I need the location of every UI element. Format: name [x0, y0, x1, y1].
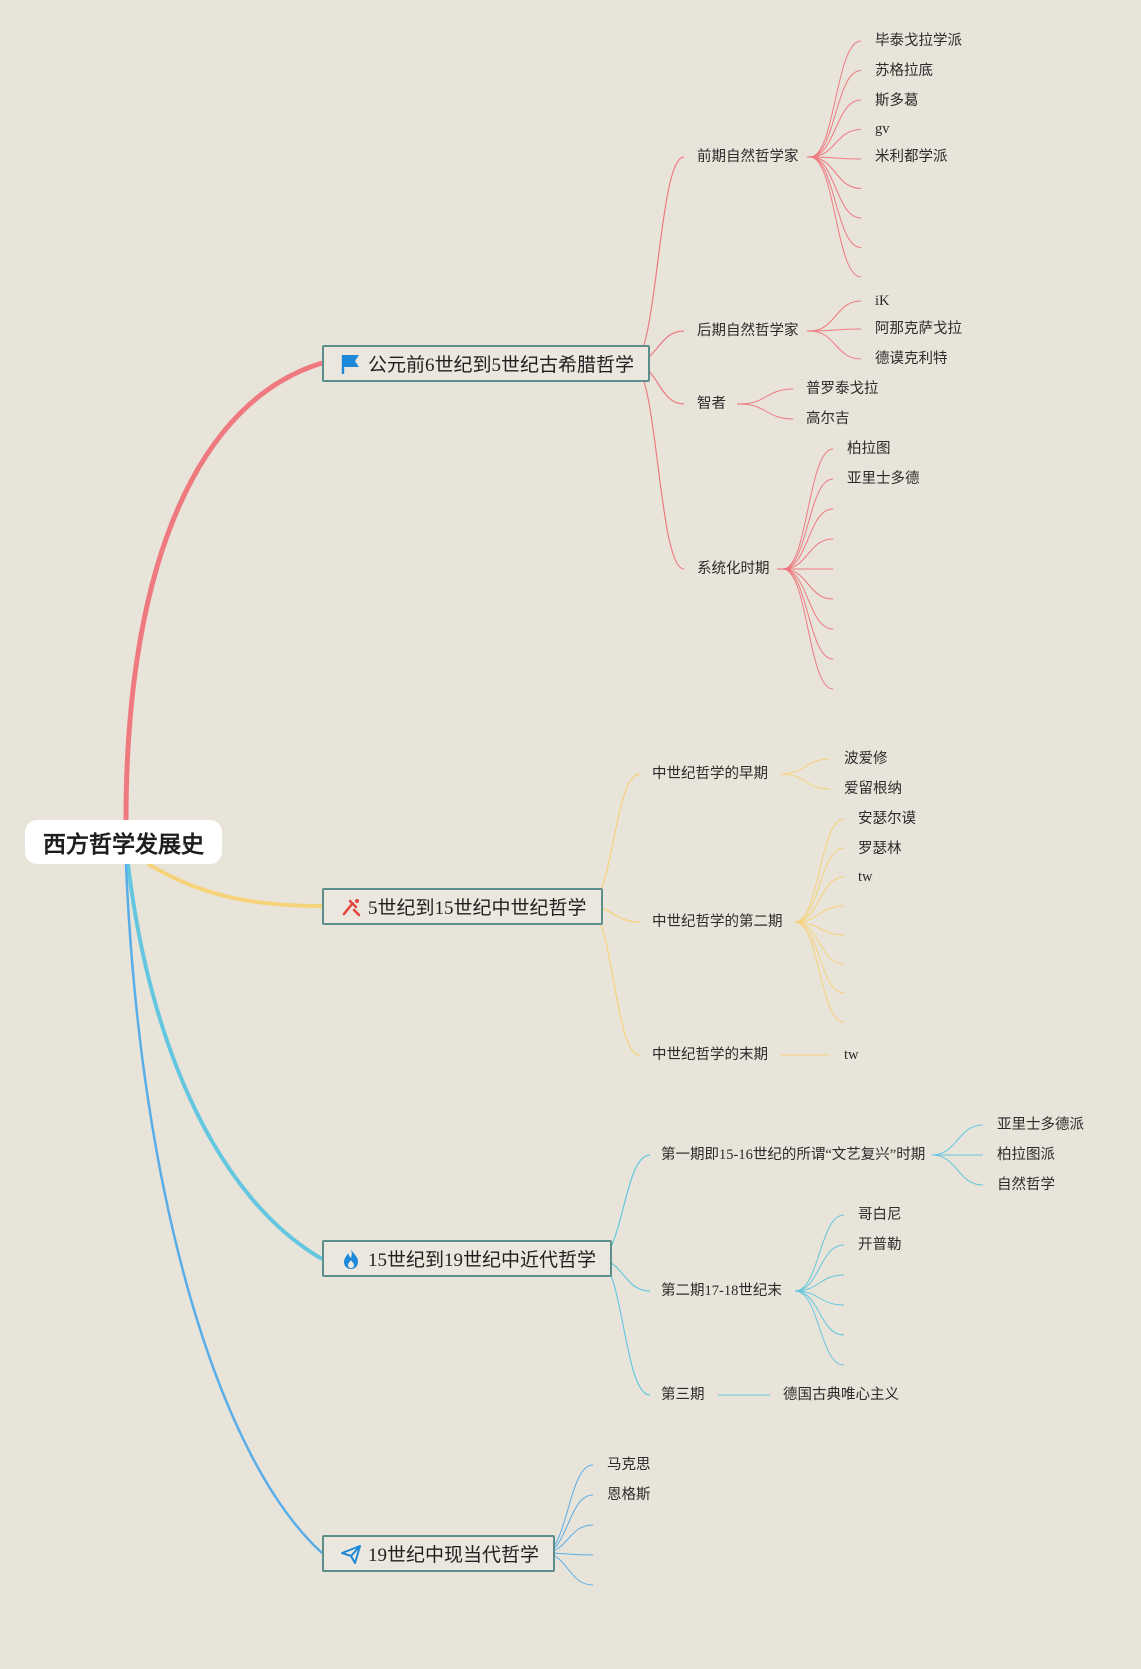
- connector-line: [794, 847, 845, 923]
- leaf-node[interactable]: 苏格拉底: [875, 63, 933, 79]
- connector-line: [780, 773, 831, 790]
- connector-line: [596, 1258, 651, 1396]
- leaf-node[interactable]: 安瑟尔谟: [858, 811, 916, 827]
- connector-line: [809, 156, 862, 160]
- leaf-node[interactable]: 德谟克利特: [875, 351, 948, 367]
- root-connector-line: [124, 863, 323, 1554]
- connector-line: [809, 330, 862, 360]
- leaf-node[interactable]: 柏拉图派: [997, 1147, 1055, 1163]
- leaf-node[interactable]: 亚里士多德: [847, 471, 920, 487]
- connector-line: [809, 156, 862, 219]
- connector-line: [794, 876, 845, 923]
- branch-medieval[interactable]: 5世纪到15世纪中世纪哲学: [322, 888, 603, 925]
- subtopic-late-natural[interactable]: 后期自然哲学家: [697, 323, 799, 339]
- connector-line: [809, 99, 862, 158]
- leaf-node[interactable]: 德国古典唯心主义: [783, 1387, 899, 1403]
- connector-line: [794, 1290, 845, 1336]
- branch-label: 公元前6世纪到5世纪古希腊哲学: [368, 355, 635, 376]
- connector-line: [782, 568, 834, 600]
- connector-line: [794, 905, 845, 923]
- connector-line: [794, 818, 845, 923]
- leaf-node[interactable]: tw: [844, 1047, 859, 1063]
- connector-line: [809, 300, 862, 332]
- connector-line: [794, 921, 845, 965]
- leaf-node[interactable]: iK: [875, 293, 890, 309]
- leaf-node[interactable]: gv: [875, 121, 890, 137]
- connector-line: [794, 921, 845, 994]
- subtopic-third-period[interactable]: 第三期: [661, 1387, 705, 1403]
- leaf-node[interactable]: 亚里士多德派: [997, 1117, 1084, 1133]
- branch-label: 5世纪到15世纪中世纪哲学: [368, 898, 587, 919]
- root-node[interactable]: 西方哲学发展史: [25, 820, 222, 864]
- leaf-node[interactable]: 恩格斯: [607, 1487, 651, 1503]
- subtopic-medieval-second[interactable]: 中世纪哲学的第二期: [652, 914, 783, 930]
- leaf-node[interactable]: 普罗泰戈拉: [806, 381, 879, 397]
- leaf-node[interactable]: 自然哲学: [997, 1177, 1055, 1193]
- subtopic-early-natural[interactable]: 前期自然哲学家: [697, 149, 799, 165]
- connector-line: [631, 362, 685, 570]
- connector-line: [794, 1290, 845, 1366]
- flag-icon: [340, 353, 362, 375]
- branch-label: 15世纪到19世纪中近代哲学: [368, 1250, 597, 1271]
- leaf-node[interactable]: 波爱修: [844, 751, 888, 767]
- connector-line: [809, 156, 862, 189]
- leaf-node[interactable]: 罗瑟林: [858, 841, 902, 857]
- connector-line: [782, 568, 834, 660]
- subtopic-medieval-early[interactable]: 中世纪哲学的早期: [652, 766, 768, 782]
- connector-line: [809, 70, 862, 158]
- subtopic-systematic[interactable]: 系统化时期: [697, 561, 770, 577]
- connector-line: [780, 758, 831, 775]
- connector-line: [586, 773, 641, 907]
- connector-line: [586, 905, 641, 1056]
- connector-line: [782, 508, 834, 570]
- connector-line: [931, 1154, 984, 1186]
- connector-line: [809, 129, 862, 158]
- leaf-node[interactable]: 斯多葛: [875, 93, 919, 109]
- leaf-node[interactable]: 毕泰戈拉学派: [875, 33, 962, 49]
- leaf-node[interactable]: 阿那克萨戈拉: [875, 321, 962, 337]
- leaf-node[interactable]: 开普勒: [858, 1237, 902, 1253]
- leaf-node[interactable]: 哥白尼: [858, 1207, 902, 1223]
- leaf-node[interactable]: 米利都学派: [875, 149, 948, 165]
- connector-line: [809, 156, 862, 278]
- subtopic-17-18-century[interactable]: 第二期17-18世纪末: [661, 1283, 782, 1299]
- connector-line: [782, 448, 834, 570]
- paper-plane-icon: [340, 1543, 362, 1565]
- connector-line: [809, 156, 862, 248]
- branch-modern[interactable]: 15世纪到19世纪中近代哲学: [322, 1240, 613, 1277]
- connector-line: [809, 40, 862, 158]
- leaf-node[interactable]: 爱留根纳: [844, 781, 902, 797]
- connector-line: [782, 478, 834, 570]
- connector-line: [809, 328, 862, 332]
- leaf-node[interactable]: tw: [858, 869, 873, 885]
- connector-line: [794, 1244, 845, 1292]
- connector-line: [794, 1274, 845, 1292]
- branch-ancient-greek[interactable]: 公元前6世纪到5世纪古希腊哲学: [322, 345, 651, 382]
- connector-line: [782, 568, 834, 690]
- root-connector-line: [126, 863, 324, 1261]
- root-connector-line: [123, 360, 323, 821]
- branch-contemporary[interactable]: 19世纪中现当代哲学: [322, 1535, 556, 1572]
- connector-line: [739, 403, 794, 420]
- root-label: 西方哲学发展史: [43, 832, 204, 858]
- connector-line: [794, 921, 845, 1023]
- connector-line: [794, 1214, 845, 1292]
- leaf-node[interactable]: 柏拉图: [847, 441, 891, 457]
- connector-line: [782, 568, 834, 630]
- subtopic-renaissance[interactable]: 第一期即15-16世纪的所谓“文艺复兴”时期: [661, 1147, 926, 1163]
- subtopic-medieval-late[interactable]: 中世纪哲学的末期: [652, 1047, 768, 1063]
- subtopic-sophists[interactable]: 智者: [697, 396, 726, 412]
- fire-icon: [340, 1248, 362, 1270]
- tools-icon: [340, 896, 362, 918]
- leaf-node[interactable]: 高尔吉: [806, 411, 850, 427]
- branch-label: 19世纪中现当代哲学: [368, 1545, 540, 1566]
- leaf-node[interactable]: 马克思: [607, 1457, 651, 1473]
- connector-line: [739, 388, 794, 405]
- connector-line: [931, 1124, 984, 1156]
- connector-line: [782, 538, 834, 570]
- root-connector-line: [146, 862, 323, 908]
